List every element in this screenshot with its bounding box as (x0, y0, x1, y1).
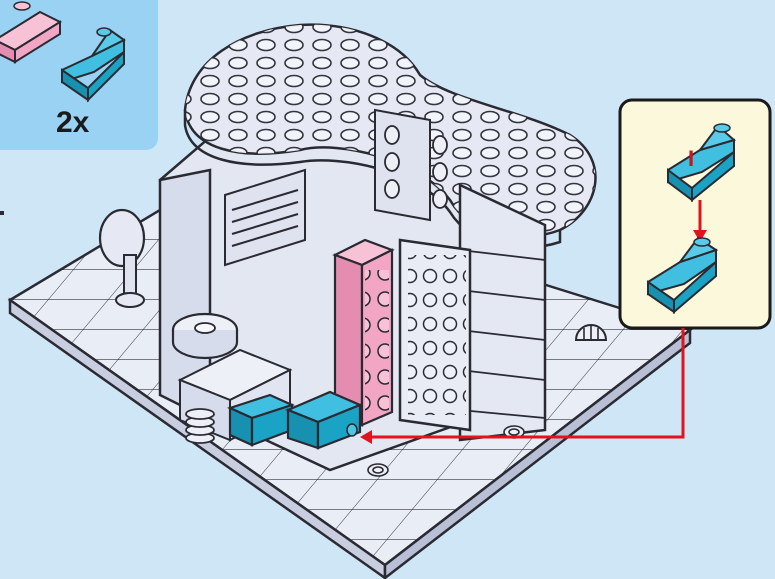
step-marker: I (688, 146, 694, 171)
edge-mark (0, 211, 4, 215)
stacked-discs (186, 409, 214, 443)
technic-column (375, 110, 430, 220)
right-column (460, 185, 545, 440)
round-tile (173, 314, 237, 358)
quantity-label: 2x (56, 106, 90, 139)
callout-box: I (620, 100, 770, 328)
studded-panel-studs (408, 255, 466, 415)
parts-needed-box: 2x (0, 0, 158, 150)
